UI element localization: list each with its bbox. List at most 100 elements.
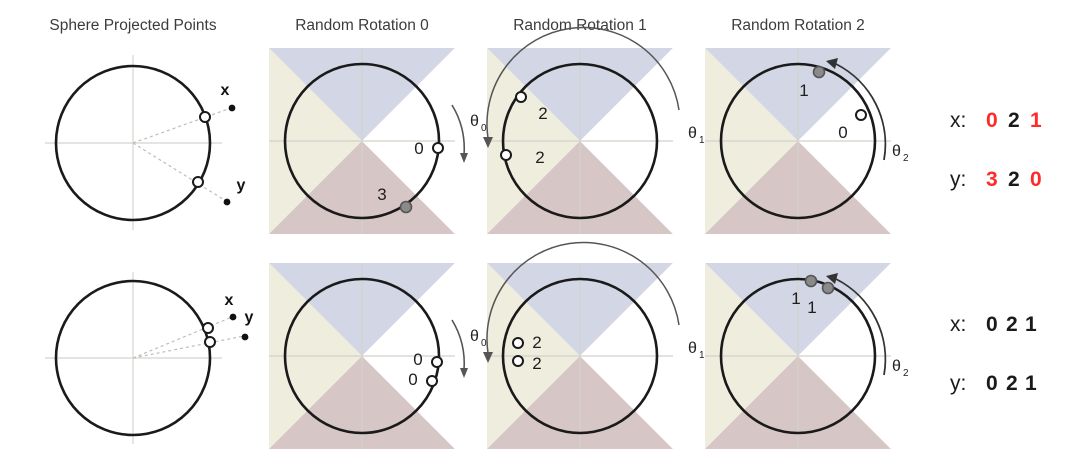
- rotation-panel-0-bottom: θ 0 0 0: [269, 263, 487, 449]
- projected-point-x: [199, 111, 211, 123]
- theta-subscript: 2: [903, 368, 909, 379]
- rotated-point-y: [500, 149, 512, 161]
- code-y-digit-0: 0: [986, 372, 998, 395]
- bucket-label-y: 2: [535, 148, 544, 167]
- point-label-x: x: [225, 292, 234, 309]
- bucket-label-x: 2: [532, 333, 541, 352]
- theta-symbol: θ: [892, 358, 901, 375]
- code-prefix-y: y:: [950, 372, 966, 395]
- projection-panel-top: x y: [45, 55, 246, 230]
- code-y-digit-1: 2: [1006, 372, 1018, 395]
- unit-circle: [54, 279, 212, 437]
- code-x-digit-0: 0: [986, 313, 998, 336]
- theta-subscript: 0: [481, 123, 487, 134]
- code-readout-top: x: 0 2 1 y: 3 2 0: [950, 109, 1042, 191]
- unit-circle: [719, 62, 877, 220]
- bucket-label-x: 2: [538, 104, 547, 123]
- unit-circle: [501, 277, 659, 435]
- bucket-label-x: 0: [414, 139, 423, 158]
- rotated-point-y: [426, 375, 438, 387]
- rotation-panel-1-bottom: θ 1 2 2: [483, 241, 705, 449]
- rotation-panel-1-top: θ 1 2 2: [483, 26, 705, 234]
- bucket-label-y: 2: [532, 354, 541, 373]
- code-prefix-x: x:: [950, 313, 966, 336]
- code-y-digit-0: 3: [986, 168, 998, 191]
- bucket-label-x: 1: [791, 289, 800, 308]
- rotation-arc: [451, 319, 466, 371]
- rotation-panel-0-top: θ 0 0 3: [269, 48, 487, 234]
- bucket-label-y: 0: [838, 123, 847, 142]
- unit-circle: [283, 62, 441, 220]
- data-dot-x: [228, 104, 236, 112]
- code-y-digit-2: 1: [1025, 372, 1037, 395]
- rotated-point-y: [512, 355, 524, 367]
- code-x-digit-1: 2: [1006, 313, 1018, 336]
- rotated-point-x: [431, 356, 443, 368]
- data-dot-y: [223, 198, 231, 206]
- theta-subscript: 2: [903, 153, 909, 164]
- panel-title-rotation-2: Random Rotation 2: [731, 17, 865, 34]
- theta-symbol: θ: [470, 328, 479, 345]
- code-readout-bottom: x: 0 2 1 y: 0 2 1: [950, 313, 1037, 395]
- code-prefix-y: y:: [950, 168, 966, 191]
- code-prefix-x: x:: [950, 109, 966, 132]
- rotated-point-y: [399, 200, 413, 214]
- projection-panel-bottom: x y: [45, 272, 254, 444]
- theta-subscript: 1: [699, 135, 705, 146]
- code-x-digit-1: 2: [1008, 109, 1020, 132]
- rotation-panel-2-top: θ 2 1 0: [705, 48, 909, 234]
- rotation-arrowhead: [826, 58, 838, 69]
- theta-symbol: θ: [688, 125, 697, 142]
- ray-to-y: [132, 335, 245, 359]
- rotation-arc: [486, 241, 680, 354]
- rotation-arc: [835, 278, 887, 376]
- theta-symbol: θ: [688, 340, 697, 357]
- panel-title-projection: Sphere Projected Points: [49, 17, 216, 34]
- bucket-label-x: 0: [413, 350, 422, 369]
- theta-symbol: θ: [470, 113, 479, 130]
- bucket-label-y: 0: [408, 370, 417, 389]
- projected-point-y: [204, 336, 216, 348]
- rotated-point-y: [855, 109, 867, 121]
- code-x-digit-2: 1: [1025, 313, 1037, 336]
- bucket-label-y: 1: [807, 298, 816, 317]
- code-x-digit-2: 1: [1030, 109, 1042, 132]
- rotated-point-x: [515, 91, 527, 103]
- panel-title-rotation-0: Random Rotation 0: [295, 17, 429, 34]
- rotation-arrowhead: [460, 368, 468, 378]
- rotation-arc: [451, 104, 466, 156]
- rotation-arrowhead: [483, 137, 493, 148]
- rotated-point-x: [812, 65, 826, 79]
- rotated-point-x: [804, 274, 818, 288]
- code-y-digit-2: 0: [1030, 168, 1042, 191]
- bucket-label-y: 3: [377, 185, 386, 204]
- rotation-arrowhead: [460, 153, 468, 163]
- unit-circle: [54, 64, 212, 222]
- projected-point-x: [202, 322, 214, 334]
- theta-subscript: 1: [699, 350, 705, 361]
- unit-circle: [719, 277, 877, 435]
- panel-title-rotation-1: Random Rotation 1: [513, 17, 647, 34]
- point-label-x: x: [221, 82, 230, 99]
- ray-to-x: [132, 107, 232, 144]
- rotation-arc: [835, 63, 887, 161]
- unit-circle: [283, 277, 441, 435]
- ray-to-y: [132, 142, 227, 202]
- rotation-arrowhead: [483, 352, 493, 363]
- rotated-point-x: [432, 142, 444, 154]
- data-dot-y: [241, 333, 249, 341]
- theta-subscript: 0: [481, 338, 487, 349]
- point-label-y: y: [245, 309, 254, 326]
- bucket-label-x: 1: [799, 81, 808, 100]
- rotated-point-x: [512, 337, 524, 349]
- code-y-digit-1: 2: [1008, 168, 1020, 191]
- code-x-digit-0: 0: [986, 109, 998, 132]
- point-label-y: y: [237, 177, 246, 194]
- rotation-arrowhead: [826, 273, 838, 284]
- rotation-arc: [486, 26, 680, 139]
- theta-symbol: θ: [892, 143, 901, 160]
- unit-circle: [501, 62, 659, 220]
- data-dot-x: [229, 313, 237, 321]
- rotation-panel-2-bottom: θ 2 1 1: [705, 263, 909, 449]
